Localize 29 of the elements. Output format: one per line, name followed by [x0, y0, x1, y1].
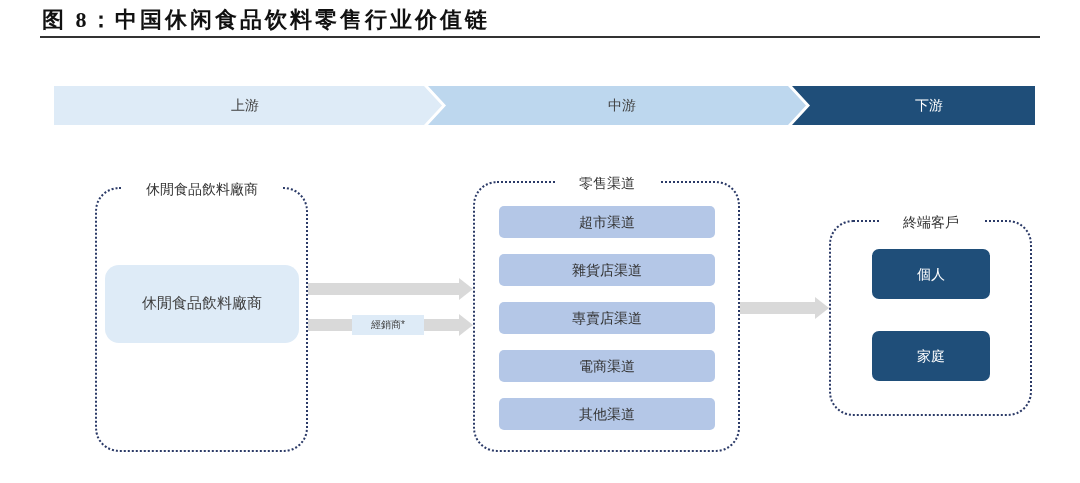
stage-band: [792, 86, 1035, 125]
channel-box: [498, 350, 715, 382]
stage-label: 中游: [608, 96, 636, 115]
figure-title: 图 8：中国休闲食品饮料零售行业价值链: [42, 6, 490, 34]
block-arrow: [740, 297, 829, 319]
customer-label: 個人: [916, 264, 945, 284]
channel-box: [498, 302, 715, 334]
stage-band: [428, 86, 806, 125]
stage-label: 上游: [231, 96, 259, 115]
customer-label: 家庭: [916, 346, 945, 366]
channel-label: 其他渠道: [578, 404, 635, 424]
customer-box: [871, 331, 990, 381]
distributor-tag: [352, 315, 424, 335]
channel-label: 超市渠道: [578, 212, 635, 232]
customer-box: [871, 249, 990, 299]
block-arrow: [424, 314, 473, 336]
channel-label: 電商渠道: [578, 356, 635, 376]
connector-bar: [308, 319, 352, 331]
stage-label: 下游: [914, 96, 943, 115]
block-arrow: [308, 278, 473, 300]
manufacturer-box: [104, 264, 299, 343]
distributor-label: 經銷商*: [371, 320, 405, 330]
channel-box: [498, 206, 715, 238]
channel-label: 雜貨店渠道: [571, 260, 642, 280]
manufacturer-label: 休閒食品飲料廠商: [141, 293, 262, 314]
channel-box: [498, 254, 715, 286]
stage-band: [54, 86, 442, 125]
channel-label: 專賣店渠道: [571, 308, 642, 328]
channel-box: [498, 398, 715, 430]
